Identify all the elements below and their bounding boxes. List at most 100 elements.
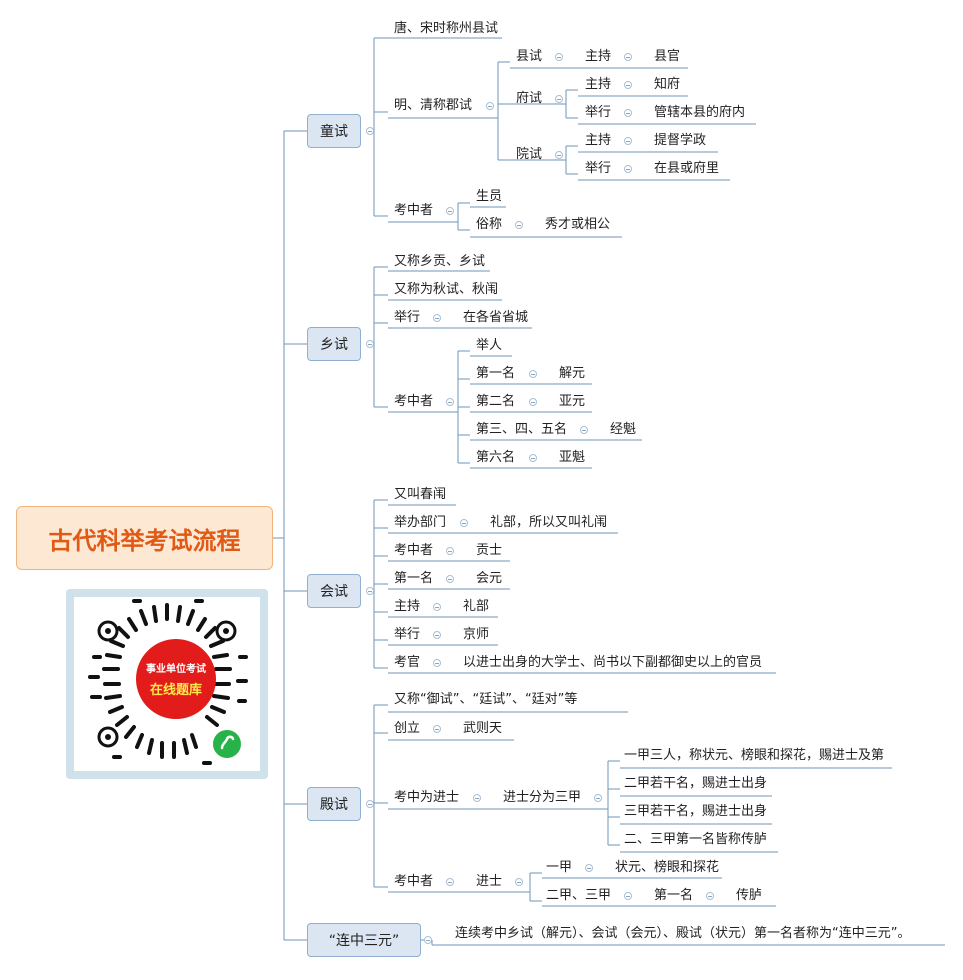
collapse-icon[interactable] (624, 165, 632, 173)
node-dianshi-pass[interactable]: 考中者 (394, 874, 434, 889)
collapse-icon[interactable] (706, 892, 714, 900)
collapse-icon[interactable] (366, 127, 374, 135)
node-huishi-a[interactable]: 又叫春闱 (394, 487, 447, 502)
collapse-icon[interactable] (594, 794, 602, 802)
node-fushi-hold[interactable]: 举行 (585, 105, 612, 120)
node-huishi-examiner-value[interactable]: 以进士出身的大学士、尚书以下副都御史以上的官员 (463, 655, 763, 670)
node-xiangshi-a[interactable]: 又称乡贡、乡试 (394, 254, 486, 269)
collapse-icon[interactable] (529, 454, 537, 462)
node-huishi-pass[interactable]: 考中者 (394, 543, 434, 558)
node-chuanlu[interactable]: 传胪 (736, 888, 763, 903)
collapse-icon[interactable] (624, 53, 632, 61)
collapse-icon[interactable] (515, 878, 523, 886)
collapse-icon[interactable] (446, 878, 454, 886)
node-huishi-hold-value[interactable]: 京师 (463, 627, 490, 642)
node-xianshi-host[interactable]: 主持 (585, 49, 612, 64)
node-xiangshi-b[interactable]: 又称为秋试、秋闱 (394, 282, 499, 297)
node-juren[interactable]: 举人 (476, 338, 503, 353)
collapse-icon[interactable] (580, 426, 588, 434)
node-rank-2-value[interactable]: 亚元 (559, 394, 586, 409)
node-rank-2[interactable]: 第二名 (476, 394, 516, 409)
collapse-icon[interactable] (529, 370, 537, 378)
collapse-icon[interactable] (555, 53, 563, 61)
node-xianshi-host-value[interactable]: 县官 (654, 49, 681, 64)
node-tongshi-a[interactable]: 唐、宋时称州县试 (394, 21, 499, 36)
node-shengyuan[interactable]: 生员 (476, 189, 503, 204)
node-rank-6-value[interactable]: 亚魁 (559, 450, 586, 465)
collapse-icon[interactable] (366, 340, 374, 348)
node-huishi-dept-value[interactable]: 礼部，所以又叫礼闱 (490, 515, 608, 530)
node-dianshi-jinshi-2[interactable]: 进士 (476, 874, 503, 889)
collapse-icon[interactable] (446, 575, 454, 583)
node-huishi-host-value[interactable]: 礼部 (463, 599, 490, 614)
collapse-icon[interactable] (433, 725, 441, 733)
collapse-icon[interactable] (433, 631, 441, 639)
node-yuanshi[interactable]: 院试 (516, 147, 543, 162)
node-dianshi-jinshi[interactable]: 考中为进士 (394, 790, 460, 805)
collapse-icon[interactable] (624, 81, 632, 89)
node-huishi-pass-value[interactable]: 贡士 (476, 543, 503, 558)
node-jia-3[interactable]: 三甲若干名，赐进士出身 (624, 804, 768, 819)
collapse-icon[interactable] (624, 109, 632, 117)
topic-xiangshi[interactable]: 乡试 (307, 327, 361, 361)
node-yijia-value[interactable]: 状元、榜眼和探花 (615, 860, 720, 875)
node-huishi-hold[interactable]: 举行 (394, 627, 421, 642)
node-tongshi-pass[interactable]: 考中者 (394, 203, 434, 218)
node-fushi-host-value[interactable]: 知府 (654, 77, 681, 92)
node-yijia[interactable]: 一甲 (546, 860, 573, 875)
node-huishi-first-value[interactable]: 会元 (476, 571, 503, 586)
collapse-icon[interactable] (446, 547, 454, 555)
collapse-icon[interactable] (529, 398, 537, 406)
collapse-icon[interactable] (585, 864, 593, 872)
node-xianshi[interactable]: 县试 (516, 49, 543, 64)
collapse-icon[interactable] (624, 892, 632, 900)
collapse-icon[interactable] (486, 102, 494, 110)
collapse-icon[interactable] (433, 659, 441, 667)
node-huishi-first[interactable]: 第一名 (394, 571, 434, 586)
node-dianshi-a[interactable]: 又称“御试”、“廷试”、“廷对”等 (394, 692, 578, 707)
node-erjia-first[interactable]: 第一名 (654, 888, 694, 903)
topic-tongshi[interactable]: 童试 (307, 114, 361, 148)
collapse-icon[interactable] (433, 314, 441, 322)
node-fushi-hold-value[interactable]: 管辖本县的府内 (654, 105, 746, 120)
node-suchen[interactable]: 俗称 (476, 217, 503, 232)
node-huishi-examiner[interactable]: 考官 (394, 655, 421, 670)
node-xiangshi-pass[interactable]: 考中者 (394, 394, 434, 409)
node-rank-1-value[interactable]: 解元 (559, 366, 586, 381)
node-jia-4[interactable]: 二、三甲第一名皆称传胪 (624, 832, 768, 847)
node-rank-3-5[interactable]: 第三、四、五名 (476, 422, 568, 437)
node-rank-3-5-value[interactable]: 经魁 (610, 422, 637, 437)
collapse-icon[interactable] (460, 519, 468, 527)
collapse-icon[interactable] (473, 794, 481, 802)
node-fushi-host[interactable]: 主持 (585, 77, 612, 92)
node-erjia-sanjia[interactable]: 二甲、三甲 (546, 888, 612, 903)
node-fushi[interactable]: 府试 (516, 91, 543, 106)
node-xiangshi-hold-value[interactable]: 在各省省城 (463, 310, 529, 325)
node-dianshi-found-value[interactable]: 武则天 (463, 721, 503, 736)
node-rank-6[interactable]: 第六名 (476, 450, 516, 465)
collapse-icon[interactable] (366, 587, 374, 595)
node-lian-desc[interactable]: 连续考中乡试（解元）、会试（会元）、殿试（状元）第一名者称为“连中三元”。 (455, 926, 911, 941)
collapse-icon[interactable] (555, 95, 563, 103)
topic-huishi[interactable]: 会试 (307, 574, 361, 608)
node-dianshi-found[interactable]: 创立 (394, 721, 421, 736)
node-yuanshi-hold[interactable]: 举行 (585, 161, 612, 176)
node-xiangshi-hold[interactable]: 举行 (394, 310, 421, 325)
collapse-icon[interactable] (446, 398, 454, 406)
node-yuanshi-host[interactable]: 主持 (585, 133, 612, 148)
node-suchen-value[interactable]: 秀才或相公 (545, 217, 611, 232)
node-jia-1[interactable]: 一甲三人，称状元、榜眼和探花，赐进士及第 (624, 748, 885, 763)
collapse-icon[interactable] (555, 151, 563, 159)
topic-lianzhongsanyuan[interactable]: “连中三元” (307, 923, 421, 957)
collapse-icon[interactable] (515, 221, 523, 229)
node-huishi-dept[interactable]: 举办部门 (394, 515, 447, 530)
root-topic[interactable]: 古代科举考试流程 (16, 506, 273, 570)
node-yuanshi-hold-value[interactable]: 在县或府里 (654, 161, 720, 176)
node-tongshi-b[interactable]: 明、清称郡试 (394, 98, 473, 113)
topic-dianshi[interactable]: 殿试 (307, 787, 361, 821)
collapse-icon[interactable] (424, 936, 432, 944)
node-rank-1[interactable]: 第一名 (476, 366, 516, 381)
collapse-icon[interactable] (433, 603, 441, 611)
node-yuanshi-host-value[interactable]: 提督学政 (654, 133, 707, 148)
collapse-icon[interactable] (366, 800, 374, 808)
